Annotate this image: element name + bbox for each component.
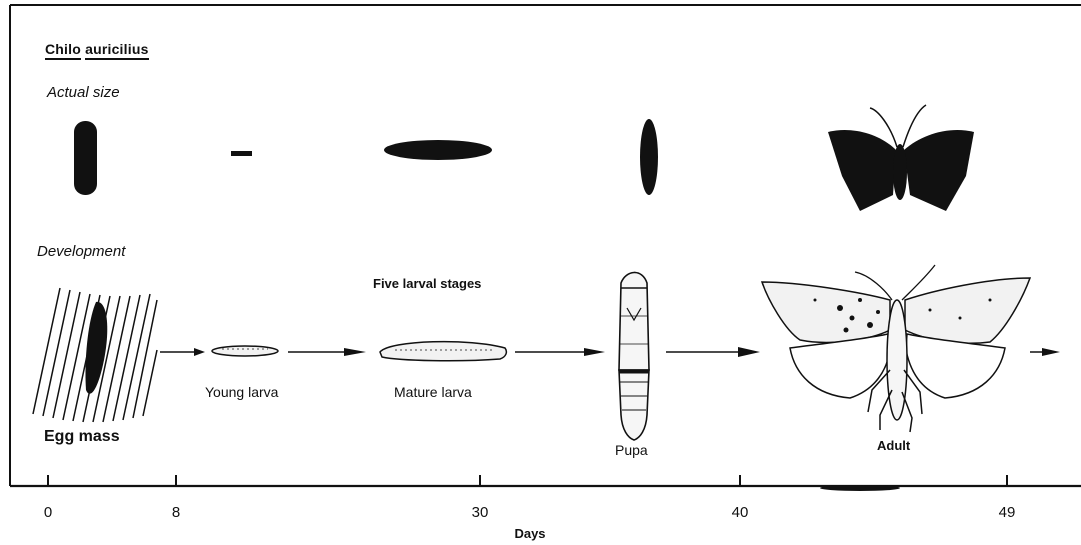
- mature-larva-label: Mature larva: [394, 385, 472, 399]
- actual-size-young-larva: [231, 151, 252, 156]
- actual-size-egg-mass: [74, 121, 97, 195]
- arrow-young-to-mature-larva: [288, 348, 366, 356]
- young-larva-drawing: [212, 346, 278, 356]
- axis-title: Days: [514, 527, 545, 540]
- pupa-drawing: [619, 272, 649, 440]
- arrow-larva-to-pupa: [515, 348, 605, 356]
- actual-size-pupa: [640, 119, 658, 195]
- species-genus: Chilo: [45, 41, 81, 60]
- actual-size-moth: [828, 105, 974, 211]
- adult-moth-drawing: [762, 265, 1030, 432]
- arrow-pupa-to-adult: [666, 347, 760, 357]
- actual-size-mature-larva: [384, 140, 492, 160]
- section-actual-size: Actual size: [47, 85, 120, 100]
- days-axis: [10, 475, 1081, 491]
- pupa-label: Pupa: [615, 443, 648, 457]
- mature-larva-drawing: [380, 342, 506, 361]
- five-larval-stages-label: Five larval stages: [373, 277, 481, 290]
- section-development: Development: [37, 244, 125, 259]
- egg-mass-drawing: [33, 288, 157, 422]
- arrow-adult-next-cycle: [1030, 348, 1060, 356]
- axis-tick-label: 0: [44, 505, 52, 520]
- species-name: Chilo auricilius: [45, 42, 149, 56]
- axis-tick-label: 40: [732, 505, 749, 520]
- axis-tick-label: 49: [999, 505, 1016, 520]
- adult-label: Adult: [877, 439, 910, 452]
- young-larva-label: Young larva: [205, 385, 278, 399]
- species-epithet: auricilius: [85, 41, 148, 60]
- axis-tick-label: 8: [172, 505, 180, 520]
- egg-mass-label: Egg mass: [44, 429, 120, 445]
- arrow-egg-to-young-larva: [160, 348, 205, 356]
- axis-tick-label: 30: [472, 505, 489, 520]
